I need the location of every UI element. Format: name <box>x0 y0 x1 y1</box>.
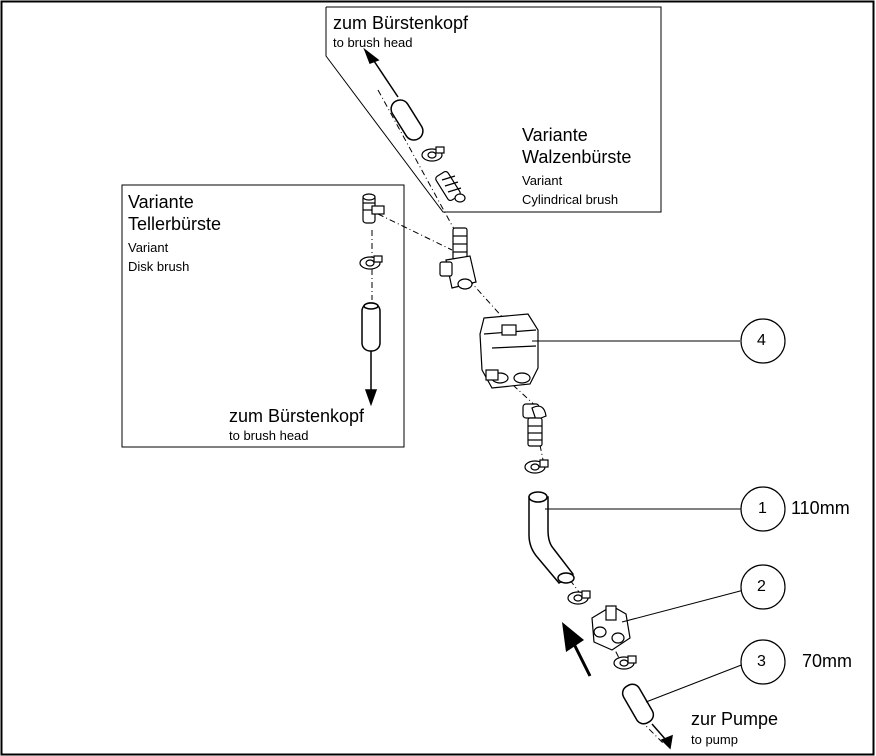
bent-hose <box>528 491 575 584</box>
callout-number-1: 1 <box>758 500 767 517</box>
callout-circle-2 <box>740 564 786 610</box>
left-variant-de-2: Tellerbürste <box>128 214 222 234</box>
callout-circle-1 <box>740 486 786 532</box>
flow-direction-arrow <box>562 622 592 677</box>
callout-number-2: 2 <box>757 578 766 595</box>
lower-hose-clamp <box>567 590 591 605</box>
hose-3-length: 70mm <box>802 651 853 671</box>
left-variant-de-1: Variante <box>128 192 194 212</box>
elbow-fitting <box>522 403 547 447</box>
pump-hose-clamp <box>613 655 637 670</box>
callout-number-3: 3 <box>757 653 766 670</box>
filter-valve <box>591 605 631 651</box>
tee-fitting <box>439 227 477 290</box>
pump-hose <box>621 683 673 750</box>
top-dest-en: to brush head <box>333 35 413 50</box>
callout-number-4: 4 <box>757 332 766 349</box>
top-nipple-fitting <box>435 170 466 203</box>
hose-1-length: 110mm <box>791 498 850 518</box>
top-hose-clamp <box>421 146 445 162</box>
top-hose <box>363 47 424 141</box>
left-dest-de: zum Bürstenkopf <box>229 406 365 426</box>
top-variant-en-2: Cylindrical brush <box>522 192 619 207</box>
leader-lines <box>532 340 745 703</box>
top-variant-de-2: Walzenbürste <box>522 147 632 167</box>
mid-hose-clamp <box>524 459 549 474</box>
assembly-centerlines <box>371 89 665 745</box>
top-dest-de: zum Bürstenkopf <box>333 13 469 33</box>
left-variant-en-1: Variant <box>128 240 169 255</box>
left-elbow-fitting <box>362 193 385 224</box>
top-variant-en-1: Variant <box>522 173 563 188</box>
left-dest-en: to brush head <box>229 428 309 443</box>
panel-left-outline <box>121 184 405 448</box>
left-hose-clamp <box>359 255 383 270</box>
pump-dest-de: zur Pumpe <box>691 709 779 729</box>
left-hose <box>361 302 381 407</box>
top-variant-de-1: Variante <box>522 125 588 145</box>
callout-circle-4 <box>740 318 786 364</box>
pump-dest-en: to pump <box>691 732 738 747</box>
valve-block <box>479 313 539 389</box>
callout-circle-3 <box>740 639 786 685</box>
left-variant-en-2: Disk brush <box>128 259 190 274</box>
panel-top-outline <box>325 6 662 213</box>
